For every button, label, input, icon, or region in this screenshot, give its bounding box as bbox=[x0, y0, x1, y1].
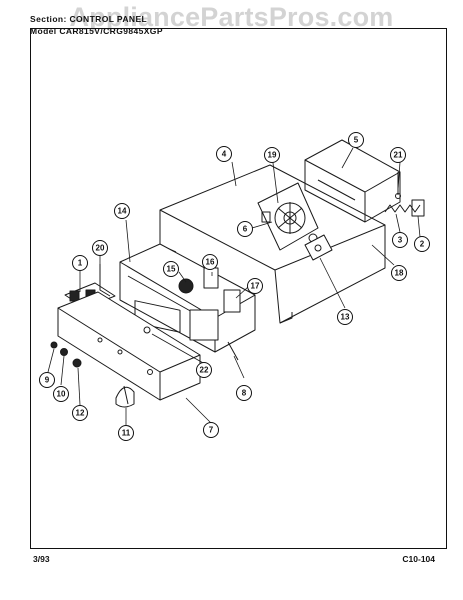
callout-4: 4 bbox=[216, 146, 232, 162]
callout-18: 18 bbox=[391, 265, 407, 281]
svg-text:19: 19 bbox=[268, 151, 277, 160]
svg-text:3: 3 bbox=[398, 236, 403, 245]
svg-text:2: 2 bbox=[420, 240, 425, 249]
svg-text:10: 10 bbox=[57, 390, 66, 399]
leader-lines bbox=[47, 147, 421, 425]
footer-code: C10-104 bbox=[402, 554, 435, 564]
part-large-knob bbox=[115, 385, 135, 408]
part-bracket bbox=[304, 234, 333, 261]
callout-9: 9 bbox=[39, 372, 55, 388]
callout-19: 19 bbox=[264, 147, 280, 163]
svg-text:8: 8 bbox=[242, 389, 247, 398]
svg-text:7: 7 bbox=[209, 426, 214, 435]
svg-text:22: 22 bbox=[200, 366, 209, 375]
svg-text:13: 13 bbox=[341, 313, 350, 322]
svg-text:9: 9 bbox=[45, 376, 50, 385]
section-title: Section: CONTROL PANEL bbox=[30, 14, 148, 24]
callout-5: 5 bbox=[348, 132, 364, 148]
svg-text:16: 16 bbox=[206, 258, 215, 267]
callout-11: 11 bbox=[118, 425, 134, 441]
part-knobs bbox=[50, 341, 82, 368]
part-spring bbox=[384, 172, 425, 217]
svg-text:11: 11 bbox=[122, 429, 131, 438]
svg-text:20: 20 bbox=[96, 244, 105, 253]
callout-1: 1 bbox=[72, 255, 88, 271]
part-components bbox=[178, 267, 241, 341]
callout-17: 17 bbox=[247, 278, 263, 294]
callout-2: 2 bbox=[414, 236, 430, 252]
svg-text:4: 4 bbox=[222, 150, 227, 159]
svg-text:12: 12 bbox=[76, 409, 85, 418]
diagram-frame bbox=[30, 28, 447, 549]
svg-text:18: 18 bbox=[395, 269, 404, 278]
svg-text:6: 6 bbox=[243, 225, 248, 234]
callout-13: 13 bbox=[337, 309, 353, 325]
callouts: 1 2 3 4 5 6 7 8 9 10 11 12 13 14 15 16 1… bbox=[39, 132, 430, 441]
svg-text:17: 17 bbox=[251, 282, 260, 291]
callout-10: 10 bbox=[53, 386, 69, 402]
model-title: Model CAR815V/CRG9845XGP bbox=[30, 26, 163, 36]
part-front-panel bbox=[57, 291, 201, 401]
svg-text:5: 5 bbox=[354, 136, 359, 145]
svg-text:21: 21 bbox=[394, 151, 403, 160]
callout-7: 7 bbox=[203, 422, 219, 438]
callout-15: 15 bbox=[163, 261, 179, 277]
part-motor bbox=[257, 182, 319, 251]
part-box bbox=[304, 139, 401, 223]
callout-12: 12 bbox=[72, 405, 88, 421]
callout-6: 6 bbox=[237, 221, 253, 237]
callout-14: 14 bbox=[114, 203, 130, 219]
watermark: AppliancePartsPros.com bbox=[69, 2, 394, 32]
callout-16: 16 bbox=[202, 254, 218, 270]
part-screws bbox=[143, 326, 239, 361]
svg-text:1: 1 bbox=[78, 259, 83, 268]
callout-22: 22 bbox=[196, 362, 212, 378]
svg-text:14: 14 bbox=[118, 207, 127, 216]
callout-21: 21 bbox=[390, 147, 406, 163]
footer-date: 3/93 bbox=[33, 554, 50, 564]
svg-text:15: 15 bbox=[167, 265, 176, 274]
callout-3: 3 bbox=[392, 232, 408, 248]
callout-8: 8 bbox=[236, 385, 252, 401]
callout-20: 20 bbox=[92, 240, 108, 256]
